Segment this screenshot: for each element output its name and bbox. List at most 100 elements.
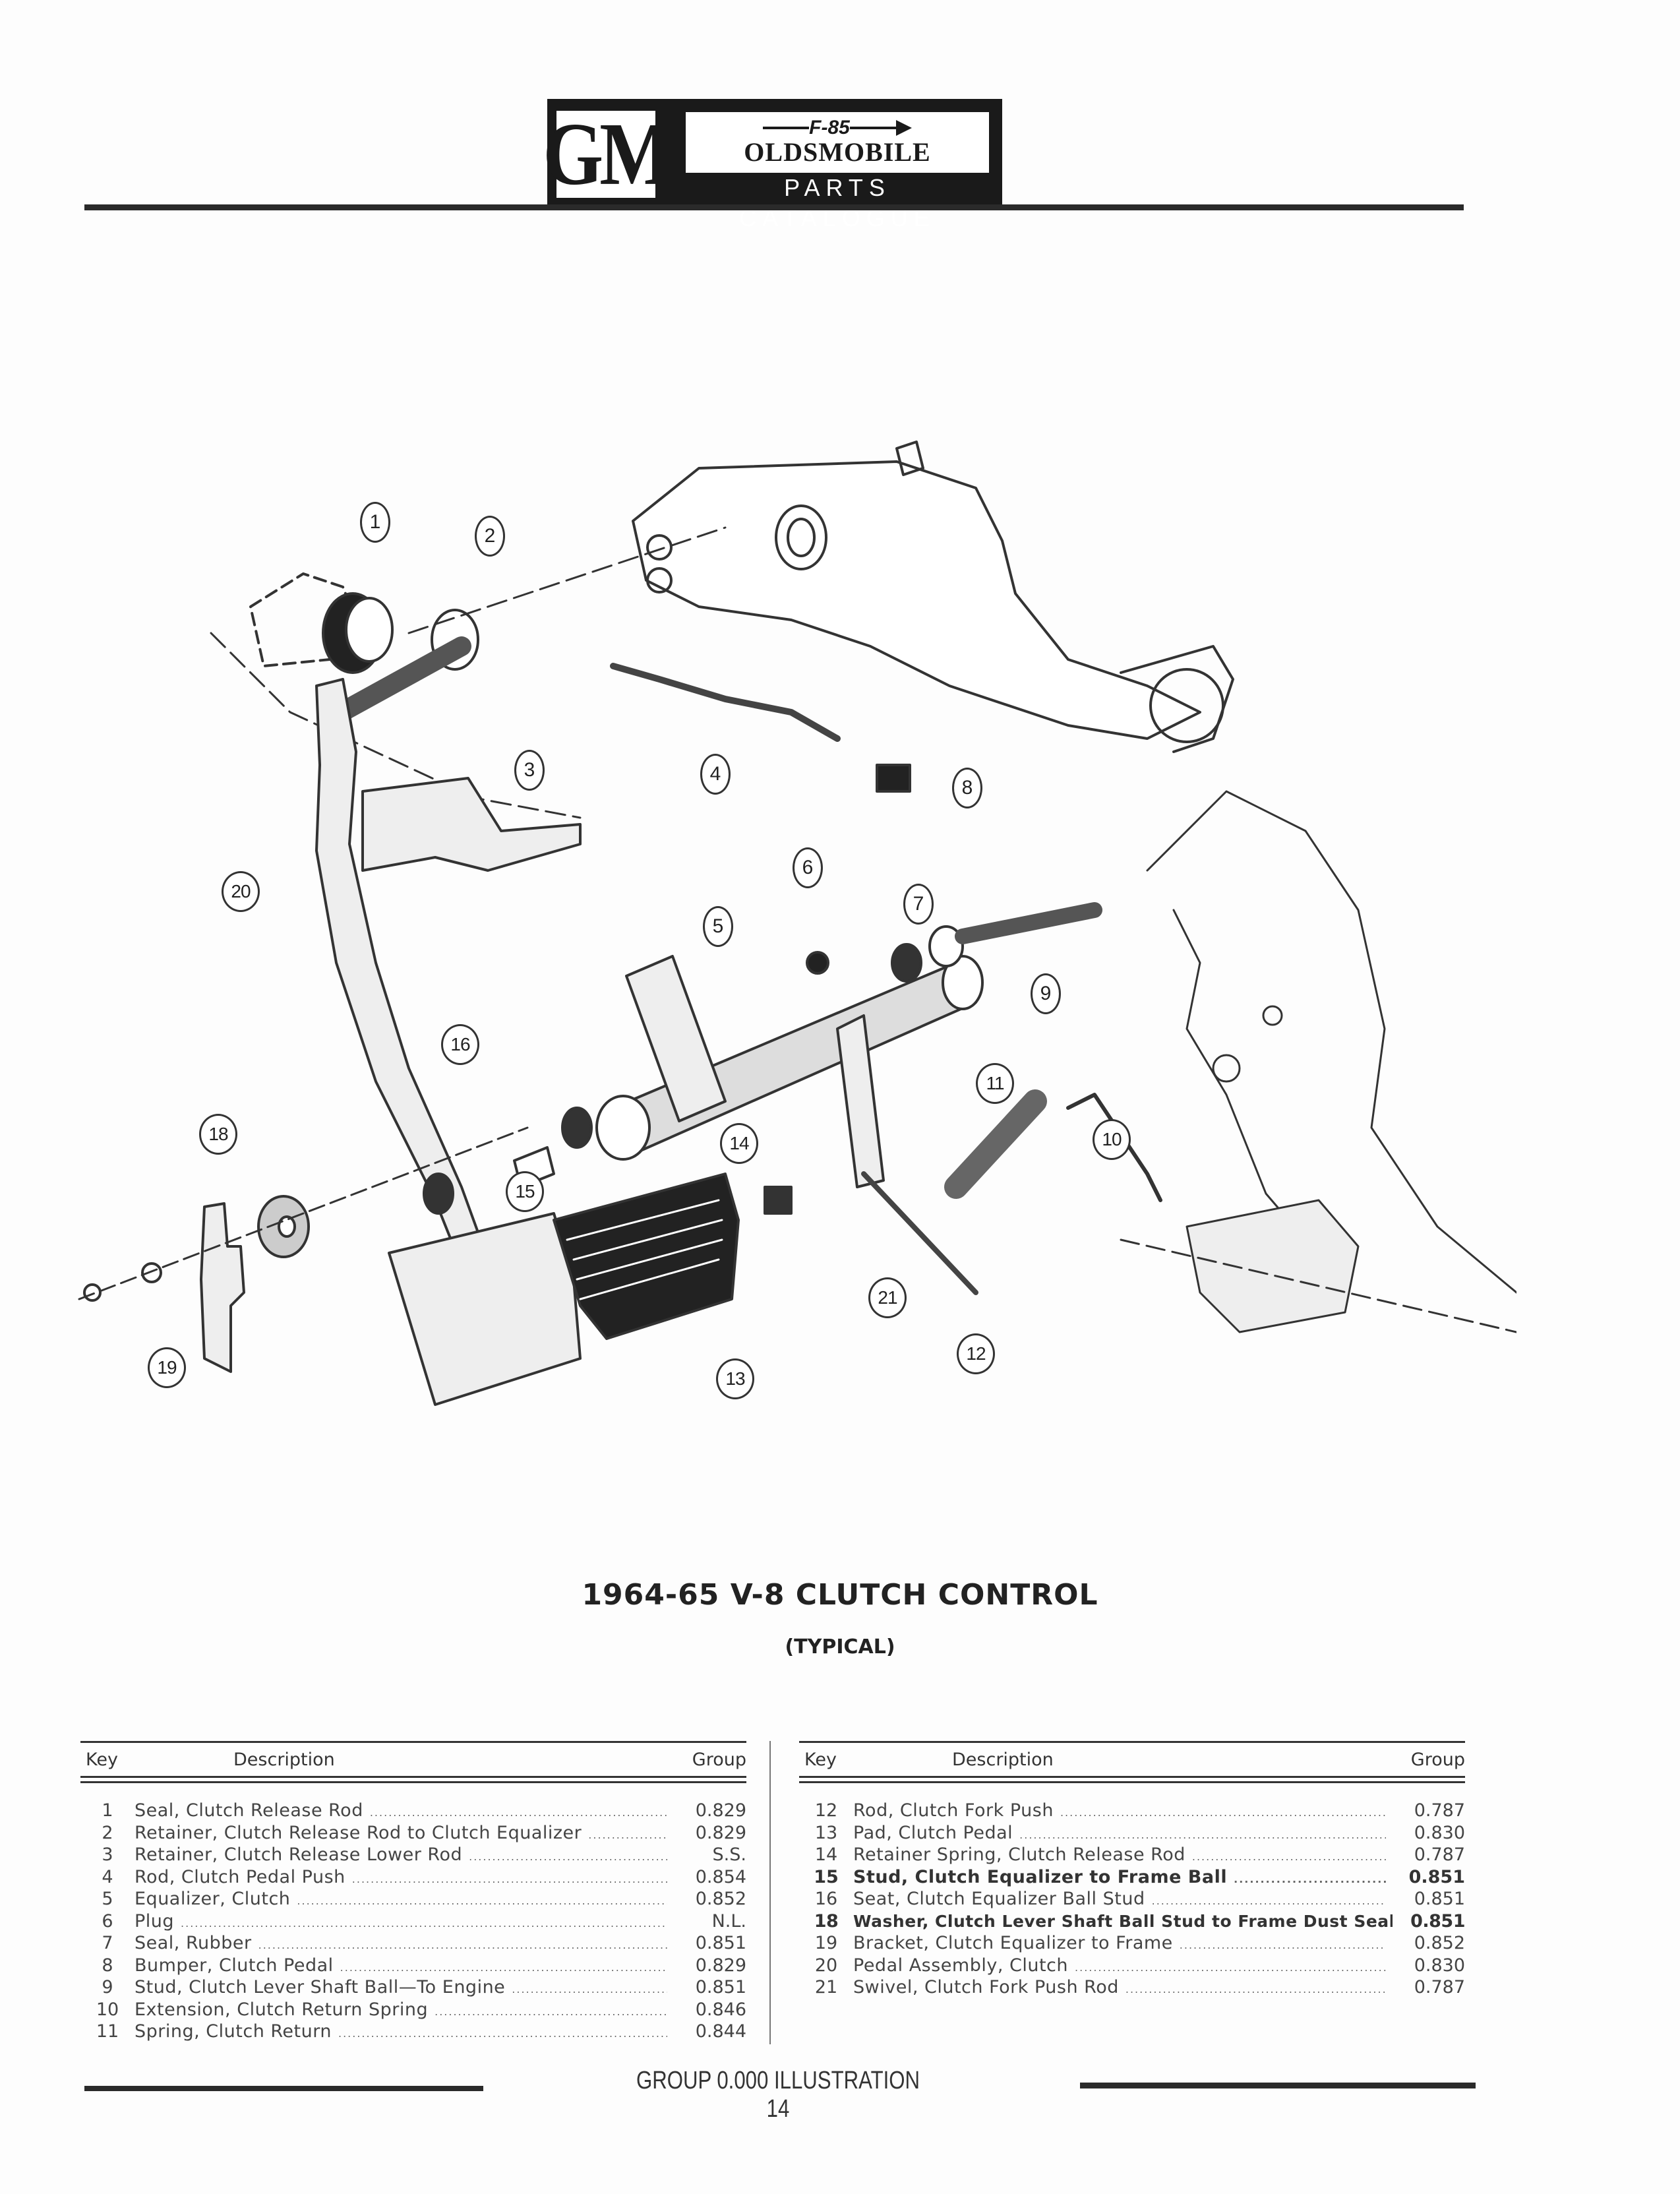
part-key: 8 <box>102 1955 113 1976</box>
part-group: N.L. <box>711 1910 746 1932</box>
callout-11: 11 <box>976 1063 1014 1104</box>
callout-15: 15 <box>506 1171 544 1212</box>
part-group: 0.851 <box>695 1977 746 1997</box>
dot-leader <box>512 1983 667 1996</box>
table-row: 12 Rod, Clutch Fork Push 0.787 <box>799 1800 1465 1823</box>
callout-14: 14 <box>720 1123 758 1164</box>
part-group: 0.851 <box>695 1933 746 1953</box>
part-description: Retainer, Clutch Release Lower Rod <box>135 1844 463 1865</box>
callout-1: 1 <box>360 502 390 543</box>
footer-rule-right <box>1080 2083 1476 2088</box>
f85-arrow-logo: F-85 <box>763 118 912 138</box>
part-group: 0.851 <box>1410 1910 1465 1932</box>
table-top-rule <box>799 1741 1465 1743</box>
part-group: 0.787 <box>1414 1844 1465 1865</box>
footer-rule-left <box>84 2086 483 2091</box>
part-description: Retainer Spring, Clutch Release Rod <box>853 1844 1185 1865</box>
table-column-divider <box>769 1741 771 2044</box>
part-description: Retainer, Clutch Release Rod to Clutch E… <box>135 1822 582 1843</box>
part-key: 11 <box>96 2021 119 2042</box>
part-key: 21 <box>814 1977 838 1997</box>
part-description: Rod, Clutch Pedal Push <box>135 1866 345 1887</box>
part-description: Extension, Clutch Return Spring <box>135 1999 429 2020</box>
table-row: 2 Retainer, Clutch Release Rod to Clutch … <box>80 1823 746 1845</box>
table-row: 6PlugN.L. <box>80 1911 746 1934</box>
illustration-subtitle: (TYPICAL) <box>785 1635 895 1659</box>
dot-leader <box>469 1850 667 1863</box>
callout-18: 18 <box>199 1114 237 1155</box>
clutch-control-illustration <box>78 441 1518 1406</box>
arrow-head-icon <box>895 120 912 136</box>
part-key: 12 <box>814 1800 838 1821</box>
brand-name: OLDSMOBILE <box>744 137 931 167</box>
table-header-rule <box>799 1776 1465 1778</box>
exploded-diagram <box>66 369 1518 1490</box>
callout-20: 20 <box>222 871 260 912</box>
column-header-key: Key <box>86 1749 118 1770</box>
part-group: 0.854 <box>695 1866 746 1887</box>
part-description: Stud, Clutch Lever Shaft Ball—To Engine <box>135 1977 506 1997</box>
dot-leader <box>1234 1873 1386 1885</box>
callout-12: 12 <box>957 1333 995 1374</box>
engine-block <box>1120 790 1518 1333</box>
part-description: Seal, Clutch Release Rod <box>135 1800 363 1821</box>
table-row: 4 Rod, Clutch Pedal Push 0.854 <box>80 1867 746 1889</box>
part-group: 0.852 <box>695 1889 746 1909</box>
dot-leader <box>1180 1939 1386 1951</box>
column-header-group: Group <box>692 1749 746 1770</box>
part-description: Rod, Clutch Fork Push <box>853 1800 1054 1821</box>
part-key: 14 <box>814 1844 838 1865</box>
arrow-shaft-icon <box>763 127 810 129</box>
table-top-rule <box>80 1741 746 1743</box>
callout-21: 21 <box>868 1277 907 1318</box>
dot-leader <box>258 1939 667 1951</box>
part-group: 0.787 <box>1414 1800 1465 1821</box>
part-key: 20 <box>814 1955 838 1976</box>
parts-table-right: Key Description Group 12 Rod, Clutch Fork… <box>799 1741 1466 1999</box>
illustration-title: 1964-65 V-8 CLUTCH CONTROL <box>582 1578 1098 1612</box>
frame-crossmember <box>632 441 1234 753</box>
table-header: Key Description Group <box>799 1743 1465 1776</box>
part-group: 0.846 <box>695 1999 746 2020</box>
seal-part <box>249 572 394 674</box>
part-key: 13 <box>814 1822 838 1843</box>
callout-19: 19 <box>148 1347 186 1388</box>
dot-leader <box>588 1829 667 1841</box>
part-group: 0.829 <box>695 1955 746 1976</box>
column-header-key: Key <box>804 1749 837 1770</box>
callout-5: 5 <box>703 906 733 947</box>
table-header-rule <box>80 1776 746 1778</box>
dot-leader <box>1125 1983 1386 1996</box>
column-header-description: Description <box>233 1749 335 1770</box>
part-key: 4 <box>102 1866 113 1887</box>
part-group: 0.830 <box>1414 1822 1465 1843</box>
part-group: 0.852 <box>1414 1933 1465 1953</box>
callout-3: 3 <box>514 750 545 791</box>
part-description: Equalizer, Clutch <box>135 1889 291 1909</box>
brand-box: F-85 OLDSMOBILE <box>686 112 989 173</box>
dot-leader <box>297 1895 667 1907</box>
part-group: 0.829 <box>695 1800 746 1821</box>
callout-10: 10 <box>1093 1119 1131 1160</box>
callout-7: 7 <box>903 884 934 925</box>
part-key: 19 <box>814 1933 838 1953</box>
part-description: Seat, Clutch Equalizer Ball Stud <box>853 1889 1145 1909</box>
part-description: Stud, Clutch Equalizer to Frame Ball <box>853 1866 1228 1887</box>
part-description: Washer, Clutch Lever Shaft Ball Stud to … <box>853 1911 1393 1931</box>
callout-13: 13 <box>716 1358 754 1399</box>
arrow-shaft-icon <box>849 127 896 129</box>
part-key: 2 <box>102 1822 113 1843</box>
footer-group-illustration: GROUP 0.000 ILLUSTRATION 14 <box>636 2067 920 2123</box>
dot-leader <box>340 1961 667 1974</box>
dot-leader <box>1075 1961 1386 1974</box>
